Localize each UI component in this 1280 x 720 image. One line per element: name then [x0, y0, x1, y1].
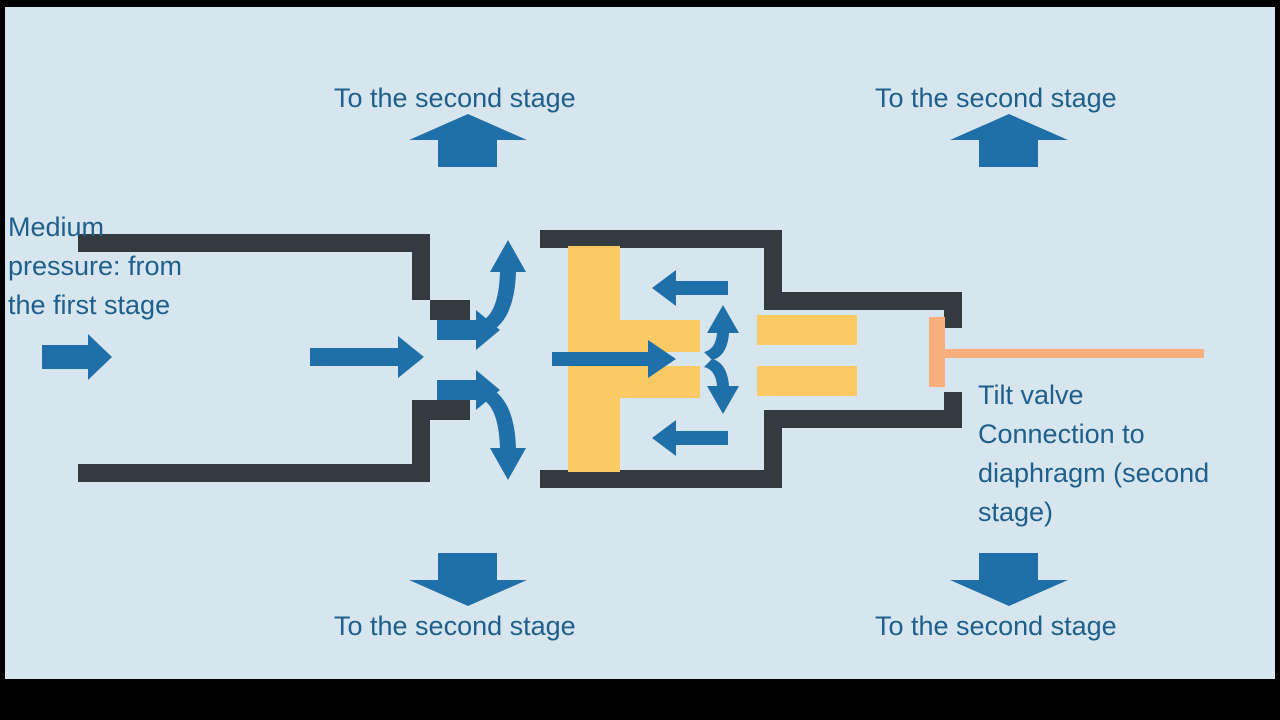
label-medium-pressure: Medium pressure: from the first stage: [8, 212, 182, 320]
inlet-duct-top-wall: [78, 234, 470, 320]
arrow-exit-bottom-left: [409, 553, 527, 606]
chamber-right-wall-lower: [764, 410, 962, 488]
arrow-inlet-main: [42, 334, 112, 380]
flow-arrow-group: [42, 114, 1068, 606]
label-tilt-line3: diaphragm (second: [978, 458, 1209, 488]
arrow-split-up: [704, 305, 739, 360]
arrow-inlet-second: [310, 336, 424, 378]
piston-seat-group: [568, 246, 857, 472]
label-bottom-left: To the second stage: [334, 611, 576, 641]
arrow-nozzle-curve-down: [478, 385, 526, 480]
arrow-exit-top-left: [409, 114, 527, 167]
piston-left-lower: [568, 366, 700, 472]
label-medium-line1: Medium: [8, 212, 104, 242]
piston-right-lower: [757, 366, 857, 396]
arrow-return-bottom: [652, 420, 728, 456]
label-tilt-valve: Tilt valve Connection to diaphragm (seco…: [978, 380, 1209, 527]
arrow-return-top: [652, 270, 728, 306]
label-top-right: To the second stage: [875, 83, 1117, 113]
diaphragm-connection-rod: [929, 349, 1204, 358]
chamber-right-wall-upper: [764, 230, 962, 310]
arrow-exit-top-right: [950, 114, 1068, 167]
arrow-nozzle-curve-up: [478, 240, 526, 335]
label-medium-line2: pressure: from: [8, 251, 182, 281]
tilt-valve-group: [929, 317, 1204, 387]
label-tilt-line2: Connection to: [978, 419, 1145, 449]
valve-body-walls: [78, 230, 962, 488]
label-top-left: To the second stage: [334, 83, 576, 113]
inlet-duct-bottom-wall: [78, 400, 470, 482]
chamber-bottom-wall: [540, 470, 782, 488]
label-medium-line3: the first stage: [8, 290, 170, 320]
label-tilt-line1: Tilt valve: [978, 380, 1084, 410]
arrow-chamber-center: [552, 340, 676, 378]
label-tilt-line4: stage): [978, 497, 1053, 527]
chamber-top-wall: [540, 230, 782, 248]
arrow-split-down: [704, 359, 739, 414]
arrow-exit-bottom-right: [950, 553, 1068, 606]
outlet-cap-upper: [944, 292, 962, 328]
label-bottom-right: To the second stage: [875, 611, 1117, 641]
piston-right-upper: [757, 315, 857, 345]
outlet-cap-lower: [944, 392, 962, 428]
piston-left-upper: [568, 246, 700, 352]
